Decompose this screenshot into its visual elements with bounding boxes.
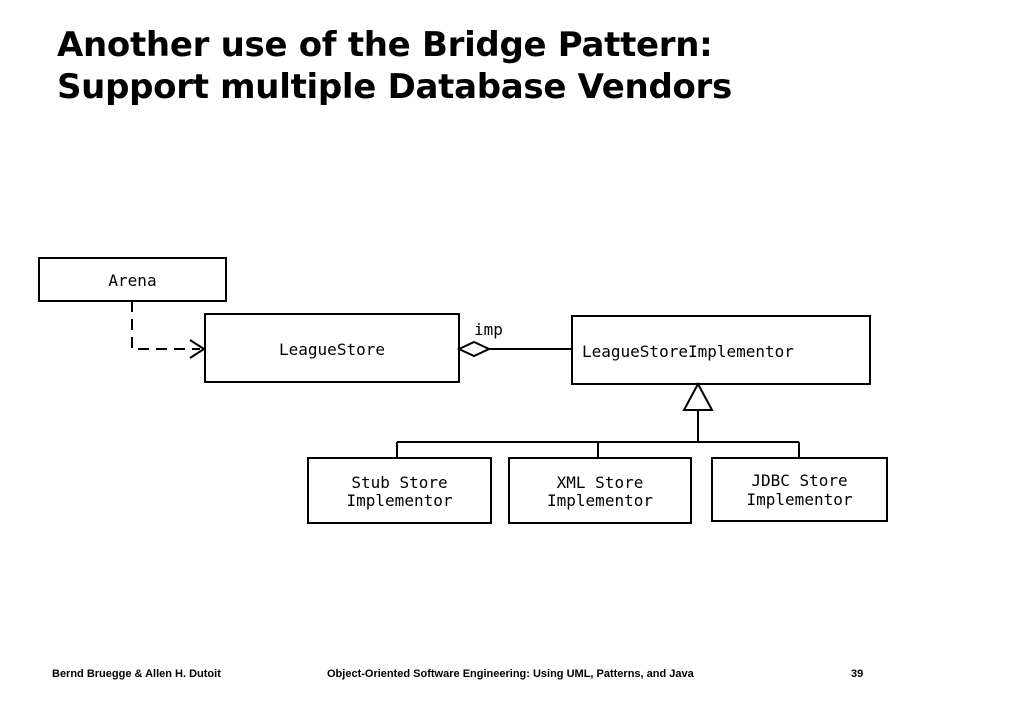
slide-title-line-2: Support multiple Database Vendors xyxy=(57,67,732,107)
association-label: imp xyxy=(474,320,503,339)
slide-title: Another use of the Bridge Pattern: Suppo… xyxy=(57,24,732,108)
footer-authors: Bernd Bruegge & Allen H. Dutoit xyxy=(52,668,221,680)
arena-class-name: Arena xyxy=(108,271,156,290)
league-store-implementor-class-name: LeagueStoreImplementor xyxy=(582,342,794,361)
jdbc-store-line-2: Implementor xyxy=(747,490,853,509)
aggregation-association: imp xyxy=(456,320,571,358)
arena-class: Arena xyxy=(38,257,227,302)
jdbc-store-implementor-class: JDBC Store Implementor xyxy=(711,457,888,522)
jdbc-store-line-1: JDBC Store xyxy=(751,471,847,490)
league-store-implementor-class: LeagueStoreImplementor xyxy=(571,315,871,385)
stub-store-line-2: Implementor xyxy=(347,491,453,510)
league-store-class: LeagueStore xyxy=(204,313,460,383)
generalization-tree xyxy=(396,381,800,458)
inheritance-triangle xyxy=(682,381,714,411)
dependency-arrow xyxy=(131,301,206,359)
xml-store-line-1: XML Store xyxy=(557,473,644,492)
xml-store-implementor-class: XML Store Implementor xyxy=(508,457,692,524)
footer-page-number: 39 xyxy=(851,668,864,680)
stub-store-implementor-class: Stub Store Implementor xyxy=(307,457,492,524)
league-store-class-name: LeagueStore xyxy=(279,340,385,359)
stub-store-line-1: Stub Store xyxy=(351,473,447,492)
slide-title-line-1: Another use of the Bridge Pattern: xyxy=(57,25,713,65)
xml-store-line-2: Implementor xyxy=(547,491,653,510)
aggregation-diamond xyxy=(456,340,492,358)
footer-book-title: Object-Oriented Software Engineering: Us… xyxy=(327,668,694,680)
